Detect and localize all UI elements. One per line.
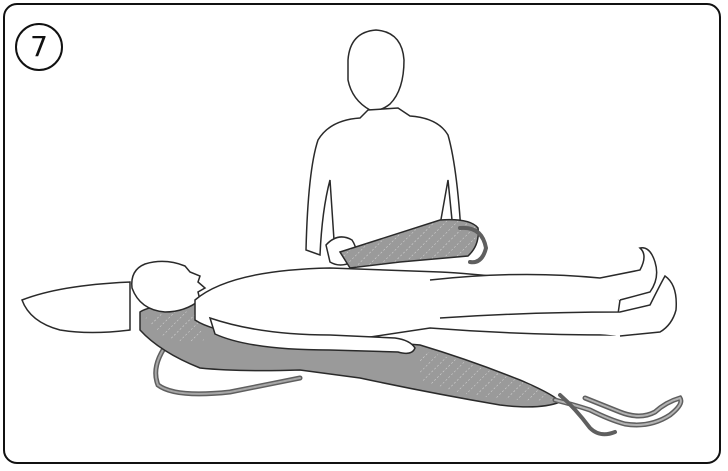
sling-leg-straps — [555, 395, 681, 434]
mattress — [22, 282, 130, 333]
